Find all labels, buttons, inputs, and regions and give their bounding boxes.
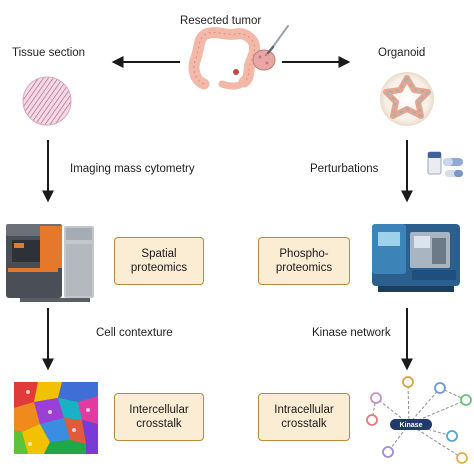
label-organoid: Organoid — [378, 47, 426, 59]
resected-tumor-icon — [252, 49, 276, 71]
label-imaging-mass-cytometry: Imaging mass cytometry — [70, 163, 195, 175]
label-perturbations: Perturbations — [310, 163, 379, 175]
colon-icon — [188, 27, 260, 90]
mass-spectrometer-icon — [372, 224, 460, 292]
kinase-node-label: Kinase — [400, 422, 423, 429]
cell-mosaic-icon — [14, 382, 98, 454]
organoid-icon — [380, 72, 434, 126]
pills-icon — [427, 151, 463, 177]
label-cell-contexture: Cell contexture — [96, 327, 173, 339]
box-intracellular-crosstalk: Intracellular crosstalk — [258, 393, 350, 441]
box-spatial-proteomics: Spatial proteomics — [114, 237, 204, 285]
label-tissue-section: Tissue section — [12, 47, 86, 59]
mass-cytometer-icon — [6, 224, 94, 302]
kinase-network-icon: Kinase — [366, 376, 472, 464]
label-resected-tumor: Resected tumor — [180, 15, 262, 27]
label-kinase-network: Kinase network — [312, 327, 391, 339]
box-intercellular-crosstalk: Intercellular crosstalk — [114, 393, 204, 441]
kinase-node — [390, 419, 432, 430]
scalpel-icon — [266, 25, 289, 55]
tissue-section-icon — [22, 76, 72, 126]
box-phospho-proteomics: Phospho- proteomics — [258, 237, 350, 285]
